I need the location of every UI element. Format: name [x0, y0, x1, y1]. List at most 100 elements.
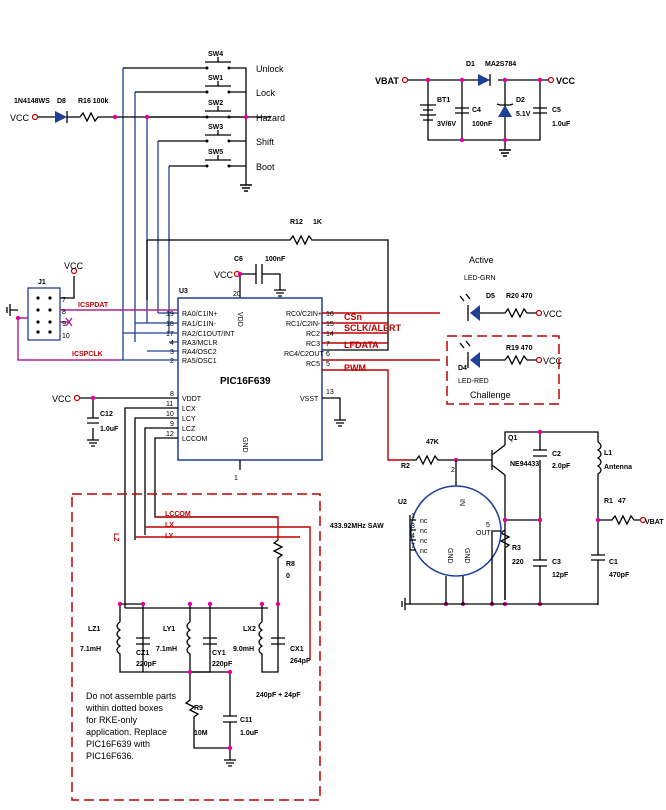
c4-label: C4: [472, 107, 481, 114]
vcc-label: VCC: [10, 113, 30, 123]
r8-value: 0: [286, 573, 290, 580]
ic-pin-number: 17: [166, 331, 174, 338]
saw-gnd-label: GND: [446, 548, 453, 564]
ic-pin-name: RA5/OSC1: [182, 358, 217, 365]
r1-label: R1: [604, 498, 613, 505]
ic-pin-name: RC1/C2IN-: [286, 321, 321, 328]
d1-ref-label: D1: [466, 61, 475, 68]
c11-label: C11: [240, 717, 253, 724]
d4-label: D4: [458, 365, 467, 372]
r2-label: R2: [401, 463, 410, 470]
d2-value: 5.1V: [516, 111, 531, 118]
ic-pin-name: LCZ: [182, 426, 196, 433]
saw-pin-number: 3: [411, 523, 415, 530]
r1-value: 47: [618, 498, 626, 505]
net-label-lccom: LCCOM: [165, 511, 191, 518]
c4-value: 100nF: [472, 121, 493, 128]
assembly-note-line: application. Replace: [86, 727, 167, 737]
ic-pin-name: VSST: [300, 396, 319, 403]
j1-pin-label: 9: [62, 321, 66, 328]
saw-nc-label: nc: [420, 528, 428, 535]
switch-label-shift: Shift: [256, 137, 275, 147]
net-label-lx: LX: [165, 522, 174, 529]
c6-label: C6: [234, 256, 243, 263]
c5-label: C5: [552, 107, 561, 114]
ic-pin-name: RC0/C2IN+: [286, 311, 322, 318]
vdd-left-network: VCC C12 1.0uF: [52, 394, 119, 433]
ic-pin-name: LCX: [182, 406, 196, 413]
assembly-note-line: PIC16F639 with: [86, 739, 150, 749]
saw-label: 433.92MHz SAW: [330, 523, 384, 530]
j1-pin-label: 7: [62, 297, 66, 304]
ic-pin-number: 12: [166, 431, 174, 438]
led-red-circuit: D4 R19 470 VCC LED-RED Challenge: [446, 335, 563, 405]
icspdat-net-label: ICSPDAT: [78, 302, 109, 309]
ic-pin-name: RC3: [306, 341, 320, 348]
ic-pin-number: 5: [326, 361, 330, 368]
bt1-value: 3V/6V: [437, 121, 456, 128]
d2-label: D2: [516, 97, 525, 104]
ground-symbol-supply: [499, 149, 511, 157]
switch-bank: SW4 SW1 SW2 SW3 SW5 Unlock Lock Hazard S…: [122, 51, 285, 360]
switch-sw4: [200, 57, 236, 70]
cy1-label: CY1: [212, 650, 226, 657]
j1-pin-label: 10: [62, 333, 70, 340]
ic-pin-number: 20: [233, 291, 241, 298]
led-red-label: LED-RED: [458, 378, 489, 385]
power-supply-section: VBAT D1 MA2S784 VCC BT1 3V/6V C4 100nF D…: [375, 61, 576, 157]
ic-pin-number: 18: [166, 321, 174, 328]
saw-nc-label: nc: [420, 518, 428, 525]
q1-label: Q1: [508, 435, 517, 442]
rf-vbat-label: VBAT: [645, 519, 664, 526]
r9-label: R9: [194, 705, 203, 712]
switch-ref-label: SW1: [208, 75, 223, 82]
cz1-label: CZ1: [136, 650, 149, 657]
c12-label: C12: [100, 411, 113, 418]
c3-value: 12pF: [552, 572, 569, 579]
ic-pin-name: RA2/C1OUT/INT: [182, 331, 235, 338]
c5-value: 1.0uF: [552, 121, 571, 128]
ic-left-pins: [73, 312, 278, 609]
c2-value: 2.0pF: [552, 463, 571, 470]
lz1-value: 7.1mH: [80, 646, 101, 653]
switch-sw1: [200, 81, 236, 94]
net-label-lz: LZ: [112, 533, 119, 542]
ic-pin-number: 13: [326, 389, 334, 396]
c12-value: 1.0uF: [100, 426, 119, 433]
ic-right-pins: [322, 312, 440, 461]
challenge-label: Challenge: [470, 390, 511, 400]
saw-pin-number: 5: [486, 522, 490, 529]
l1-value: Antenna: [604, 464, 632, 471]
ic-pin-number: 14: [326, 331, 334, 338]
bt1-label: BT1: [437, 97, 450, 104]
ic-pin-number: 2: [170, 358, 174, 365]
r19-label: R19 470: [506, 345, 533, 352]
ic-pin-number: 4: [170, 340, 174, 347]
saw-nc-label: nc: [420, 538, 428, 545]
saw-pin-number: 2: [451, 467, 455, 474]
assembly-note-line: within dotted boxes: [85, 703, 164, 713]
cy1-value: 220pF: [212, 661, 233, 668]
ground-symbol-switches: [240, 184, 252, 192]
ic-pin-number: 8: [170, 391, 174, 398]
net-label-lfdata: LFDATA: [344, 340, 379, 350]
c6-vcc-label: VCC: [214, 270, 234, 280]
led-green-circuit: Active LED-GRN D5 R20 470 VCC: [459, 255, 563, 321]
decoupling-c6: C6 100nF VCC: [214, 256, 286, 298]
ic-pin-number: 11: [166, 401, 173, 408]
saw-pin-number: 4: [411, 533, 415, 540]
ly1-label: LY1: [163, 626, 175, 633]
r3-label: R3: [512, 545, 521, 552]
cz1-value: 220pF: [136, 661, 157, 668]
r20-label: R20 470: [506, 293, 533, 300]
j1-vcc-label: VCC: [64, 261, 84, 271]
c1-label: C1: [609, 559, 618, 566]
ic-pin-name: RA3/MCLR: [182, 340, 217, 347]
switch-label-hazard: Hazard: [256, 113, 285, 123]
r12-value: 1K: [313, 219, 322, 226]
vbat-label: VBAT: [375, 76, 399, 86]
lz1-label: LZ1: [88, 626, 101, 633]
c2-label: C2: [552, 451, 561, 458]
ic-pin-name: LCCOM: [182, 436, 207, 443]
r2-value: 47K: [426, 439, 439, 446]
